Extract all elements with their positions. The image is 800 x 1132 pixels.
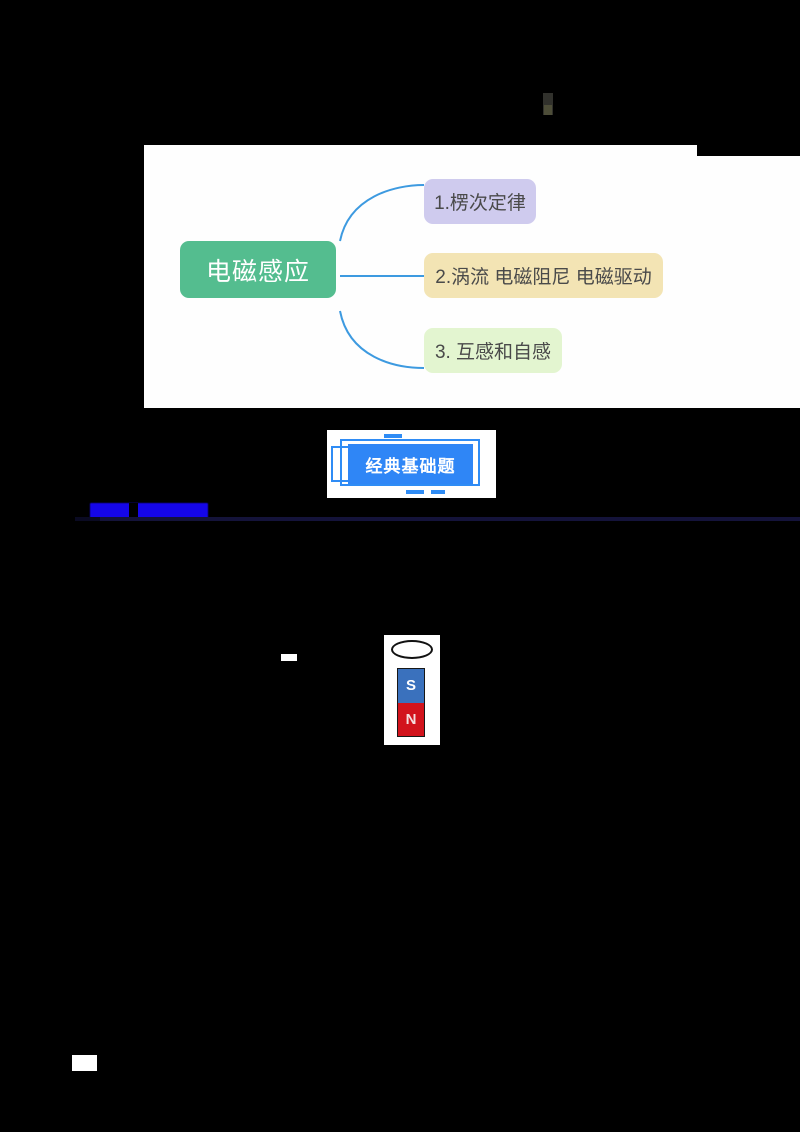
mindmap-root-node[interactable]: 电磁感应 — [180, 241, 336, 298]
section-banner: 经典基础题 — [327, 430, 496, 498]
redaction-body — [281, 654, 297, 661]
mindmap-branch-node-3[interactable]: 3. 互感和自感 — [424, 328, 562, 373]
bar-magnet: S N — [397, 668, 425, 737]
mindmap-panel-notch — [697, 145, 800, 156]
magnet-pole-n: N — [398, 702, 424, 736]
section-heading-gap — [129, 503, 138, 520]
banner-frame-outline — [340, 439, 480, 486]
banner-fill: 经典基础题 — [348, 444, 473, 484]
magnet-pole-n-label: N — [405, 710, 417, 728]
mindmap-connectors — [339, 184, 425, 369]
banner-title: 经典基础题 — [365, 456, 456, 476]
magnet-pole-s-label: S — [405, 677, 416, 695]
mindmap-branch-node-1[interactable]: 1.楞次定律 — [424, 179, 536, 224]
mindmap-branch-label-2: 2.涡流 电磁阻尼 电磁驱动 — [435, 267, 652, 288]
bar-magnet-and-coil-figure: S N — [384, 635, 440, 745]
section-rule-left-cap — [75, 517, 100, 521]
mindmap-branch-label-3: 3. 互感和自感 — [434, 342, 552, 363]
magnet-pole-s: S — [398, 669, 424, 703]
section-divider-rule — [100, 517, 800, 521]
banner-tick-top — [384, 434, 402, 438]
coil-ring-icon — [391, 640, 433, 659]
section-heading-redacted — [90, 503, 208, 520]
banner-tick-bottom-left — [406, 490, 424, 494]
mindmap-branch-node-2[interactable]: 2.涡流 电磁阻尼 电磁驱动 — [424, 253, 663, 298]
redaction-footer — [72, 1055, 97, 1071]
mindmap-root-label: 电磁感应 — [205, 257, 310, 286]
page-artifact-mark — [543, 93, 553, 115]
mindmap-branch-label-1: 1.楞次定律 — [434, 193, 526, 214]
banner-tick-bottom-right — [431, 490, 445, 494]
